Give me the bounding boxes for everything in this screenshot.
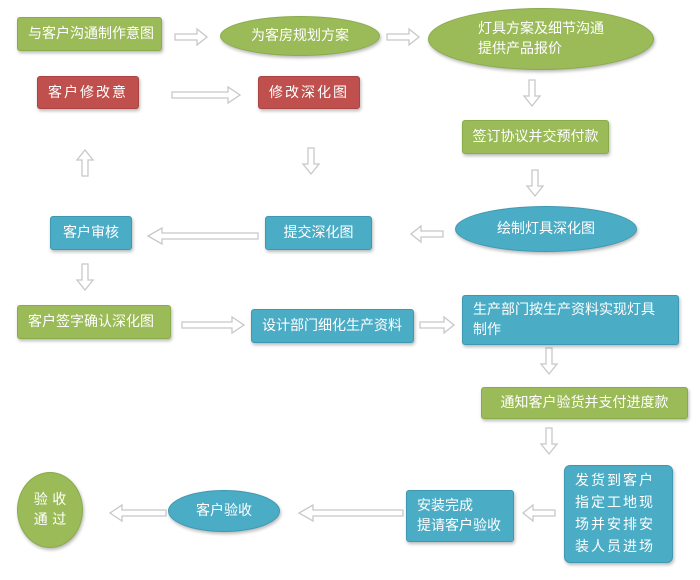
arrow-n16-n15 xyxy=(297,503,404,523)
arrow-n2-n3 xyxy=(386,28,420,46)
arrow-n5-n8 xyxy=(302,147,320,175)
node-sign-contract: 签订协议并交预付款 xyxy=(462,120,609,154)
arrow-n10-n11 xyxy=(181,315,246,335)
node-label: 设计部门细化生产资料 xyxy=(262,318,402,334)
node-label: 通知客户验货并支付进度款 xyxy=(500,395,669,411)
node-passed: 验 收 通 过 xyxy=(17,472,83,548)
node-label: 生产部门按生产资料实现灯具 制作 xyxy=(473,302,655,338)
node-ship-install: 发货到客户 指定工地现 场并安排安 装人员进场 xyxy=(564,465,673,563)
node-label: 修改深化图 xyxy=(269,84,349,101)
arrow-n8-n7 xyxy=(146,226,259,246)
node-label: 客户审核 xyxy=(63,225,119,241)
node-quote: 灯具方案及细节沟通 提供产品报价 xyxy=(428,8,654,70)
node-label: 客户验收 xyxy=(196,503,252,519)
node-draw-lamp: 绘制灯具深化图 xyxy=(455,206,637,252)
arrow-n15-n14 xyxy=(108,503,167,523)
node-client-revise: 客户修改意 xyxy=(37,76,139,109)
arrow-n11-n12 xyxy=(419,315,456,335)
node-client-review: 客户审核 xyxy=(50,216,132,250)
arrow-n7-n10 xyxy=(76,263,94,291)
node-label: 发货到客户 指定工地现 场并安排安 装人员进场 xyxy=(575,473,655,555)
node-design-dept: 设计部门细化生产资料 xyxy=(251,309,414,343)
arrow-n9-n8 xyxy=(409,224,444,244)
arrow-n17-n16 xyxy=(521,503,556,523)
arrow-n12-n13 xyxy=(540,347,558,375)
node-production: 生产部门按生产资料实现灯具 制作 xyxy=(462,295,679,345)
node-modify-drawing: 修改深化图 xyxy=(258,76,360,109)
arrow-n1-n2 xyxy=(174,28,208,46)
arrow-n4-n5 xyxy=(171,86,241,104)
arrow-n13-n17 xyxy=(540,427,558,455)
arrow-n3-n6 xyxy=(523,79,541,107)
node-label: 客户修改意 xyxy=(48,84,128,101)
node-label: 客户签字确认深化图 xyxy=(28,314,154,330)
node-client-sign: 客户签字确认深化图 xyxy=(17,305,171,339)
node-label: 绘制灯具深化图 xyxy=(497,221,595,237)
node-label: 灯具方案及细节沟通 提供产品报价 xyxy=(478,21,604,57)
node-label: 与客户沟通制作意图 xyxy=(28,26,154,42)
arrow-n6-n9 xyxy=(526,169,544,197)
node-room-plan: 为客房规划方案 xyxy=(220,16,380,56)
node-submit-drawing: 提交深化图 xyxy=(265,216,372,250)
node-label: 签订协议并交预付款 xyxy=(472,129,599,145)
node-notify-inspect: 通知客户验货并支付进度款 xyxy=(481,387,688,419)
node-label: 验 收 通 过 xyxy=(33,492,67,528)
node-label: 安装完成 提请客户验收 xyxy=(417,498,501,534)
node-communicate-design: 与客户沟通制作意图 xyxy=(17,17,162,51)
arrow-n7-n4 xyxy=(75,148,95,177)
node-client-accept: 客户验收 xyxy=(168,490,280,532)
node-install-done: 安装完成 提请客户验收 xyxy=(406,490,514,542)
node-label: 为客房规划方案 xyxy=(251,28,349,44)
node-label: 提交深化图 xyxy=(283,225,354,241)
